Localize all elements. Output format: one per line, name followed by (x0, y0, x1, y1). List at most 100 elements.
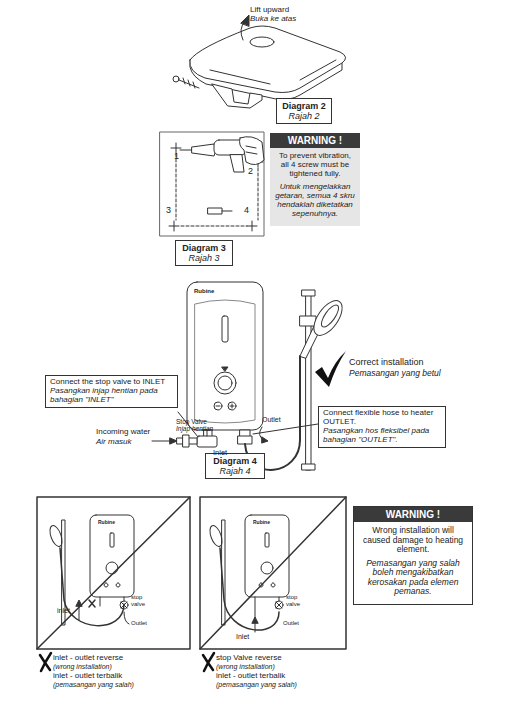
knob-inner (218, 376, 232, 390)
box-text: Connect the stop valve to INLET (50, 378, 173, 387)
error-note: stop Valve reverse (216, 654, 282, 663)
stop-valve (197, 436, 217, 447)
box-text: To prevent vibration, all 4 screw must b… (270, 152, 360, 179)
error-note: (wrong installation) (216, 663, 275, 671)
shower-face (318, 302, 341, 329)
heater-front (195, 300, 255, 423)
hand-detail (246, 146, 257, 154)
pipe-nut (183, 435, 189, 447)
part-name: inlet (57, 607, 70, 615)
leader-line (253, 424, 318, 434)
outlet-arrow (124, 612, 129, 624)
mini-buttons (104, 583, 120, 587)
valve-symbol (275, 601, 283, 609)
drill-handle (230, 155, 244, 172)
valve-symbol (120, 601, 128, 609)
error-note: inlet - outlet reverse (53, 654, 123, 663)
part-name: Inlet (213, 449, 227, 457)
cover-hole (250, 37, 274, 47)
guide-lines (176, 154, 258, 226)
box-text: Connect flexible hose to heater OUTLET. (323, 409, 441, 427)
screwdriver (192, 144, 216, 156)
box-text: Rajah 2 (278, 111, 330, 121)
wrong-panel (37, 497, 190, 649)
slash (37, 497, 190, 649)
part-name: Inlet (236, 633, 249, 641)
part-name: Incoming water (96, 428, 150, 437)
box-text: Pemasangan yang salah boleh mengakibatka… (354, 559, 472, 597)
box-text: Wrong installation will caused damage to… (354, 526, 472, 555)
part-name: Outlet (131, 620, 147, 627)
warning-box: WARNING !To prevent vibration, all 4 scr… (270, 133, 360, 226)
rail-holder (300, 316, 316, 326)
part-name: Air masuk (96, 438, 132, 447)
valve-cross (121, 602, 127, 608)
rail-bracket (302, 290, 315, 296)
mini-knob (106, 562, 118, 574)
wrong-panel (200, 497, 346, 649)
status-note: Pemasangan yang betul (349, 369, 441, 378)
callout-text: Buka ke atas (250, 15, 296, 24)
part-name: Injap hentian (176, 425, 213, 432)
indicator-lamp (222, 316, 228, 342)
heater-body (187, 282, 263, 430)
arrow-head (262, 437, 268, 443)
caption-box: Diagram 3Rajah 3 (175, 240, 233, 266)
wrong-mark (203, 653, 214, 671)
mini-heater (245, 515, 289, 597)
hand (240, 137, 265, 165)
mini-lamp (110, 533, 114, 547)
part-name: Outlet (283, 620, 299, 627)
callout-number: 3 (166, 206, 171, 216)
screw-head (173, 76, 179, 82)
callout-number: 2 (248, 167, 253, 177)
error-note: (pemasangan yang salah) (53, 681, 134, 689)
cover-panel (190, 26, 346, 93)
wrong-mark (89, 600, 95, 607)
brand-logo: Rubine (253, 520, 270, 526)
callout-number: 1 (174, 152, 179, 162)
screwdriver-bit (180, 150, 192, 151)
box-text: Diagram 2 (278, 101, 330, 111)
slash (200, 497, 346, 649)
mini-heater (90, 515, 134, 597)
status-note: Correct installation (349, 358, 424, 368)
wrong-mark (40, 653, 51, 671)
mini-shower (208, 524, 225, 548)
shower-head (308, 296, 347, 340)
box-text: Rajah 3 (177, 253, 231, 263)
error-note: (pemasangan yang salah) (216, 681, 297, 689)
arrow-head (170, 438, 177, 444)
arrow-head (241, 15, 249, 26)
box-text: Untuk mengelakkan getaran, semua 4 skru … (270, 183, 360, 219)
warning-box: WARNING ! Wrong installation will caused … (353, 506, 473, 605)
callout-box: Connect the stop valve to INLETPasangkan… (45, 375, 178, 408)
caption-box: Diagram 2Rajah 2 (276, 98, 332, 124)
brand-logo: Rubine (98, 520, 115, 526)
error-note: inlet - outlet terbalik (216, 672, 285, 681)
warning-header: WARNING ! (354, 507, 472, 522)
callout-box: Connect flexible hose to heater OUTLET.P… (318, 406, 446, 448)
outlet-nut (238, 436, 252, 444)
box-text: Pasangkan hos fleksibel pada bahagian "O… (323, 427, 441, 445)
mini-lamp (265, 533, 269, 547)
cover-detail (210, 60, 336, 84)
bolt (208, 208, 232, 214)
error-note: (wrong installation) (53, 663, 112, 671)
box-text: Rajah 4 (207, 466, 263, 476)
knob-mark (222, 367, 228, 371)
arrow-head (252, 617, 258, 623)
screw (179, 78, 199, 88)
mini-knob (261, 562, 273, 574)
valve-cross (276, 602, 282, 608)
error-note: inlet - outlet terbalik (53, 672, 122, 681)
knob (214, 372, 236, 394)
part-name: stop valve (286, 594, 306, 607)
box-text: Pasangkan injap hentian pada bahagian "I… (50, 387, 173, 405)
box-text: Diagram 3 (177, 243, 231, 253)
mini-shower (48, 524, 65, 548)
box-text: Diagram 4 (207, 456, 263, 466)
callout-number: 4 (244, 206, 249, 216)
brand-logo: Rubine (194, 288, 214, 295)
